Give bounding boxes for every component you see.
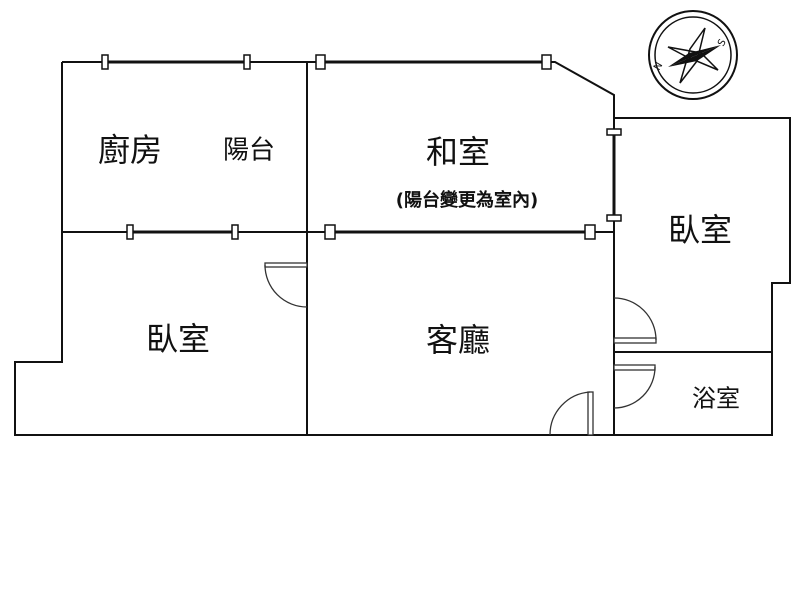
compass-n: N	[652, 61, 665, 73]
room-label-bedroom-right: 臥室	[667, 211, 733, 249]
room-label-balcony: 陽台	[222, 135, 276, 166]
compass-s: S	[716, 37, 729, 48]
room-label-living-room: 客廳	[425, 321, 491, 359]
door-left-bedroom	[264, 262, 308, 308]
room-label-bedroom-left: 臥室	[145, 320, 211, 358]
room-label-kitchen: 廚房	[97, 131, 163, 169]
window-frames	[101, 54, 622, 240]
room-note-japanese-room: (陽台變更為室內)	[395, 190, 539, 211]
room-label-japanese-room: 和室	[425, 133, 491, 171]
room-label-bathroom: 浴室	[692, 384, 740, 413]
door-bathroom	[613, 364, 656, 409]
doors	[264, 262, 657, 436]
door-living-room	[549, 391, 594, 436]
door-right-bedroom	[613, 297, 657, 344]
window-lines	[105, 60, 616, 234]
compass-rose-icon: N S	[648, 10, 738, 100]
